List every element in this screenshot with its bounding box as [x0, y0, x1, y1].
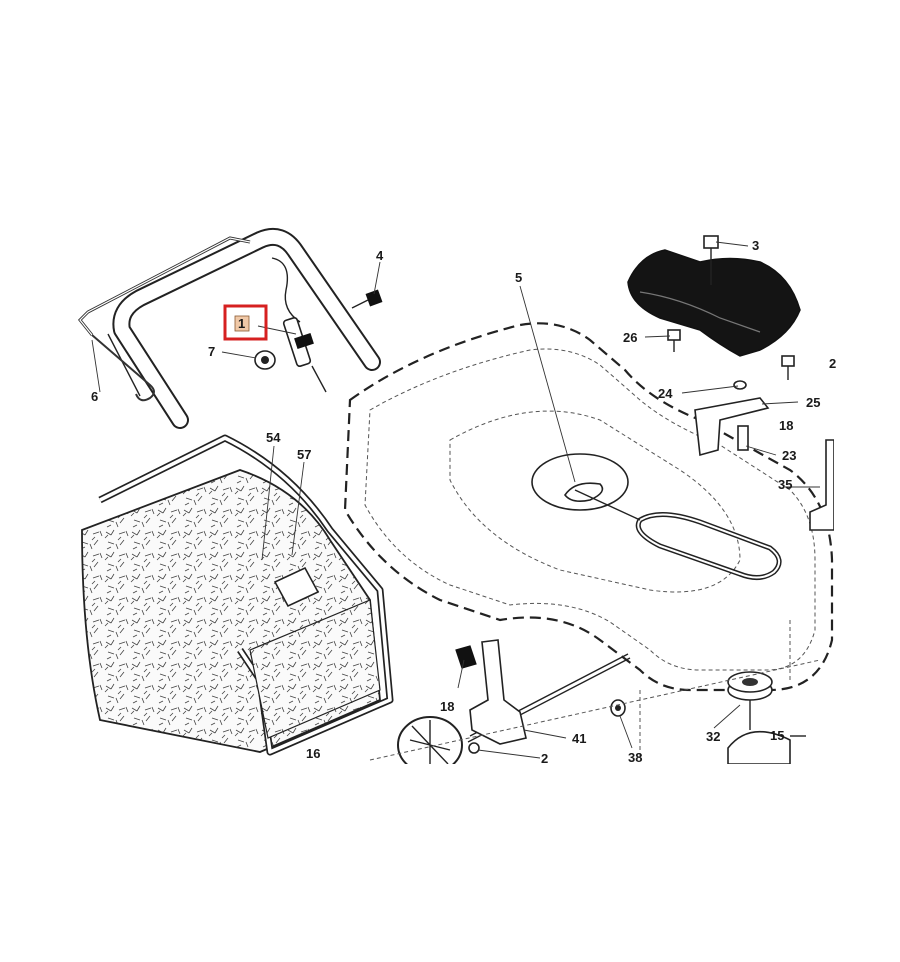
- bolt-right: [781, 355, 795, 380]
- nut-part-7: [254, 350, 276, 370]
- callout-23: 23: [782, 448, 796, 463]
- callout-35: 35: [778, 477, 792, 492]
- grass-bag: [81, 434, 394, 756]
- callout-57: 57: [297, 447, 311, 462]
- callout-25: 25: [806, 395, 820, 410]
- callout-2: 2: [541, 751, 548, 766]
- callout-54: 54: [266, 430, 281, 445]
- belt-cover-part-3: [627, 235, 801, 357]
- highlight-tag: [234, 315, 250, 332]
- wheel: [397, 716, 463, 764]
- bracket-parts: [694, 380, 770, 457]
- callout-41: 41: [572, 731, 586, 746]
- rod-part-6: [77, 236, 251, 402]
- callout-1: 1: [238, 316, 245, 331]
- frame-dashes: [369, 620, 821, 761]
- callout-6: 6: [91, 389, 98, 404]
- callout-2-right: 2: [829, 356, 836, 371]
- callout-7: 7: [208, 344, 215, 359]
- callout-18-left: 18: [440, 699, 454, 714]
- callout-18-right: 18: [779, 418, 793, 433]
- callout-38: 38: [628, 750, 642, 765]
- callout-3: 3: [752, 238, 759, 253]
- height-adjuster-part-41: [455, 639, 527, 745]
- mower-deck: [343, 322, 834, 692]
- washer-part-2: [468, 742, 480, 754]
- nut-part-38: [610, 699, 626, 717]
- callout-4: 4: [376, 248, 384, 263]
- callout-24: 24: [658, 386, 673, 401]
- pulley-part-32: [727, 671, 791, 764]
- bolt-part-4: [351, 289, 383, 309]
- leader-lines: [91, 241, 820, 759]
- callout-26: 26: [623, 330, 637, 345]
- callout-15: 15: [770, 728, 784, 743]
- callout-labels: 1 2 3 4 5 6 7 15 16 18 18 23 24 25 26 32…: [91, 238, 836, 766]
- callout-5: 5: [515, 270, 522, 285]
- drive-belt: [574, 489, 782, 580]
- side-bracket-part-35: [809, 439, 834, 531]
- bolt-part-26: [667, 329, 681, 352]
- callout-32: 32: [706, 729, 720, 744]
- callout-16: 16: [306, 746, 320, 761]
- highlight-box: [223, 304, 268, 341]
- cable-switch-part-1: [271, 257, 327, 393]
- handle-bar: [107, 228, 381, 429]
